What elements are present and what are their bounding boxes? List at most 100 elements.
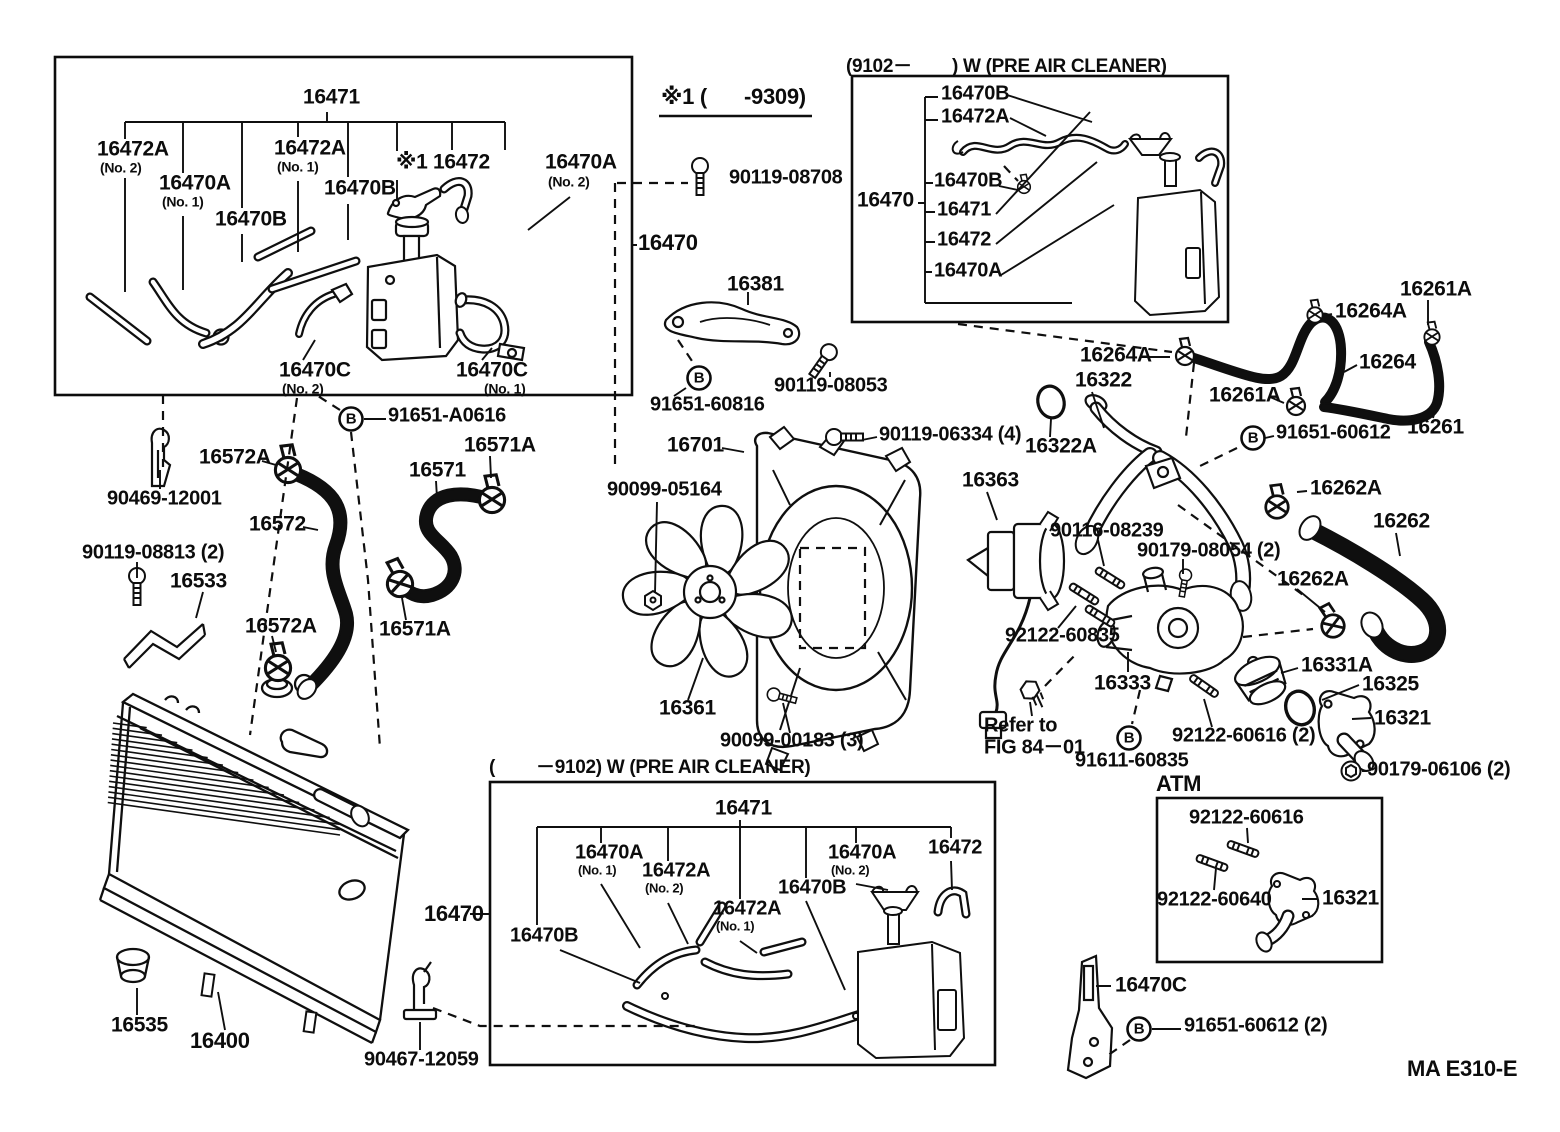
part-label-16701: 16701	[667, 433, 725, 456]
temp-sensor-icon	[1019, 680, 1045, 708]
part-label-90119-06334-4-: 90119-06334 (4)	[879, 424, 1021, 446]
part-label-16261a: 16261A	[1209, 383, 1281, 406]
part-label--no-2-: (No. 2)	[645, 881, 683, 896]
part-label-16400: 16400	[190, 1028, 250, 1053]
callout-marker-circle	[338, 406, 364, 432]
part-label-16472a: 16472A	[941, 106, 1009, 128]
part-label-16470: 16470	[857, 188, 914, 211]
clamp-16264a-top-icon	[1306, 298, 1324, 324]
part-label-16472a: 16472A	[713, 898, 781, 920]
water-inlet-16321-drawing	[1317, 690, 1376, 772]
part-label-16472a: 16472A	[642, 860, 710, 882]
hose-16262-drawing	[1298, 515, 1447, 663]
part-label-16331a: 16331A	[1301, 653, 1373, 676]
part-label--: (	[489, 757, 496, 778]
detail-box-top-left	[53, 55, 634, 397]
part-label-16472: 16472	[937, 229, 991, 251]
part-label-atm: ATM	[1156, 771, 1201, 796]
callout-marker-letter: B	[346, 410, 357, 427]
part-label-92122-60640: 92122-60640	[1157, 889, 1272, 911]
part-label--no-1-: (No. 1)	[162, 193, 203, 209]
part-label--no-1-: (No. 1)	[484, 380, 525, 396]
callout-marker-circle	[1240, 425, 1266, 451]
part-label-90469-12001: 90469-12001	[107, 488, 222, 510]
part-label-16572: 16572	[249, 512, 306, 535]
clamp-16261a-top-icon	[1423, 320, 1441, 346]
nut-90179-06106-icon	[1340, 760, 1362, 782]
part-label-16470b: 16470B	[324, 176, 396, 199]
part-label-16533: 16533	[170, 569, 227, 592]
hose-16572-drawing	[289, 467, 355, 700]
part-label--no-2-: (No. 2)	[548, 173, 589, 189]
stud-92122-60616-icon	[1187, 672, 1221, 700]
part-label-90119-08813-2-: 90119-08813 (2)	[82, 542, 224, 564]
part-label--no-2-: (No. 2)	[831, 863, 869, 878]
part-label-16470: 16470	[638, 230, 698, 255]
part-label-16333: 16333	[1094, 671, 1151, 694]
part-label-90119-08053: 90119-08053	[774, 375, 888, 397]
part-label-16261a: 16261A	[1400, 277, 1472, 300]
drain-plug-16535	[115, 947, 151, 984]
clamp-16571a-icon	[477, 473, 507, 515]
bracket-16381-drawing	[663, 301, 801, 346]
nut-90099-05164-icon	[644, 589, 662, 612]
part-label-16264a: 16264A	[1335, 299, 1407, 322]
part-label-16470a: 16470A	[159, 171, 231, 194]
part-label-16470a: 16470A	[934, 260, 1002, 282]
part-label--1-16472: ※1 16472	[396, 150, 490, 173]
hose-16261-drawing	[1319, 337, 1445, 426]
part-label-16470b: 16470B	[934, 170, 1002, 192]
callout-marker-circle	[1126, 1016, 1152, 1042]
part-label-16572a: 16572A	[245, 614, 317, 637]
part-label-91651-a0616: 91651-A0616	[388, 405, 506, 427]
part-label--9102-w-pre-air-cleaner-: －9102) W (PRE AIR CLEANER)	[536, 757, 810, 778]
part-label-91651-60612-2-: 91651-60612 (2)	[1184, 1015, 1327, 1037]
part-label--w-pre-air-cleaner-: ) W (PRE AIR CLEANER)	[952, 56, 1167, 77]
gasket-16325-drawing	[1283, 689, 1317, 727]
dashed-connector-lines	[161, 181, 1314, 1059]
reservoir-assembly-topleft-drawing	[85, 177, 526, 362]
part-label-91651-60612: 91651-60612	[1276, 422, 1391, 444]
part-label-16470b: 16470B	[778, 877, 846, 899]
clip-90467-12059-drawing	[402, 961, 438, 1021]
part-label-16322a: 16322A	[1025, 434, 1097, 457]
stud-92122-60835-icon	[1067, 581, 1101, 607]
part-label-16262a: 16262A	[1310, 476, 1382, 499]
leader-lines	[124, 94, 1438, 1050]
water-inlet-pipe-16322-drawing	[1036, 384, 1253, 612]
fan-shroud-drawing	[754, 425, 922, 772]
part-label--no-2-: (No. 2)	[282, 380, 323, 396]
thermostat-16331a-drawing	[1234, 655, 1287, 706]
part-label-92122-60616-2-: 92122-60616 (2)	[1172, 725, 1315, 747]
part-label-16361: 16361	[659, 696, 717, 719]
stud-90116-08239-icon	[1093, 565, 1127, 591]
part-label-16325: 16325	[1362, 672, 1420, 695]
cooling-fan-drawing	[621, 504, 793, 678]
part-label-16264: 16264	[1359, 350, 1417, 373]
part-label-refer-to: Refer to	[984, 715, 1057, 737]
part-label--no-1-: (No. 1)	[578, 863, 616, 878]
fan-motor-drawing	[966, 510, 1066, 740]
part-label-16471: 16471	[937, 199, 991, 221]
reservoir-assembly-bottom-drawing	[622, 885, 971, 1060]
part-label-16470b: 16470B	[510, 925, 578, 947]
bolt-90119-08708-icon	[691, 157, 709, 196]
bracket-16533-drawing	[123, 623, 207, 669]
bolt-90119-06334-icon	[825, 428, 864, 446]
part-label-16535: 16535	[111, 1013, 169, 1036]
detail-box-top-right	[850, 74, 1230, 324]
part-label-16470b: 16470B	[215, 207, 287, 230]
callout-marker-circle	[1116, 725, 1142, 751]
atm-water-inlet-drawing	[1194, 839, 1320, 953]
clamp-16262a-icon	[1264, 483, 1290, 520]
part-label--9309-: -9309)	[744, 84, 806, 109]
part-label--9102-: (9102－	[846, 56, 912, 77]
reservoir-assembly-topright-drawing	[951, 132, 1226, 317]
part-label-16471: 16471	[715, 796, 773, 819]
part-label-92122-60616: 92122-60616	[1189, 807, 1304, 829]
part-label-16572a: 16572A	[199, 445, 271, 468]
